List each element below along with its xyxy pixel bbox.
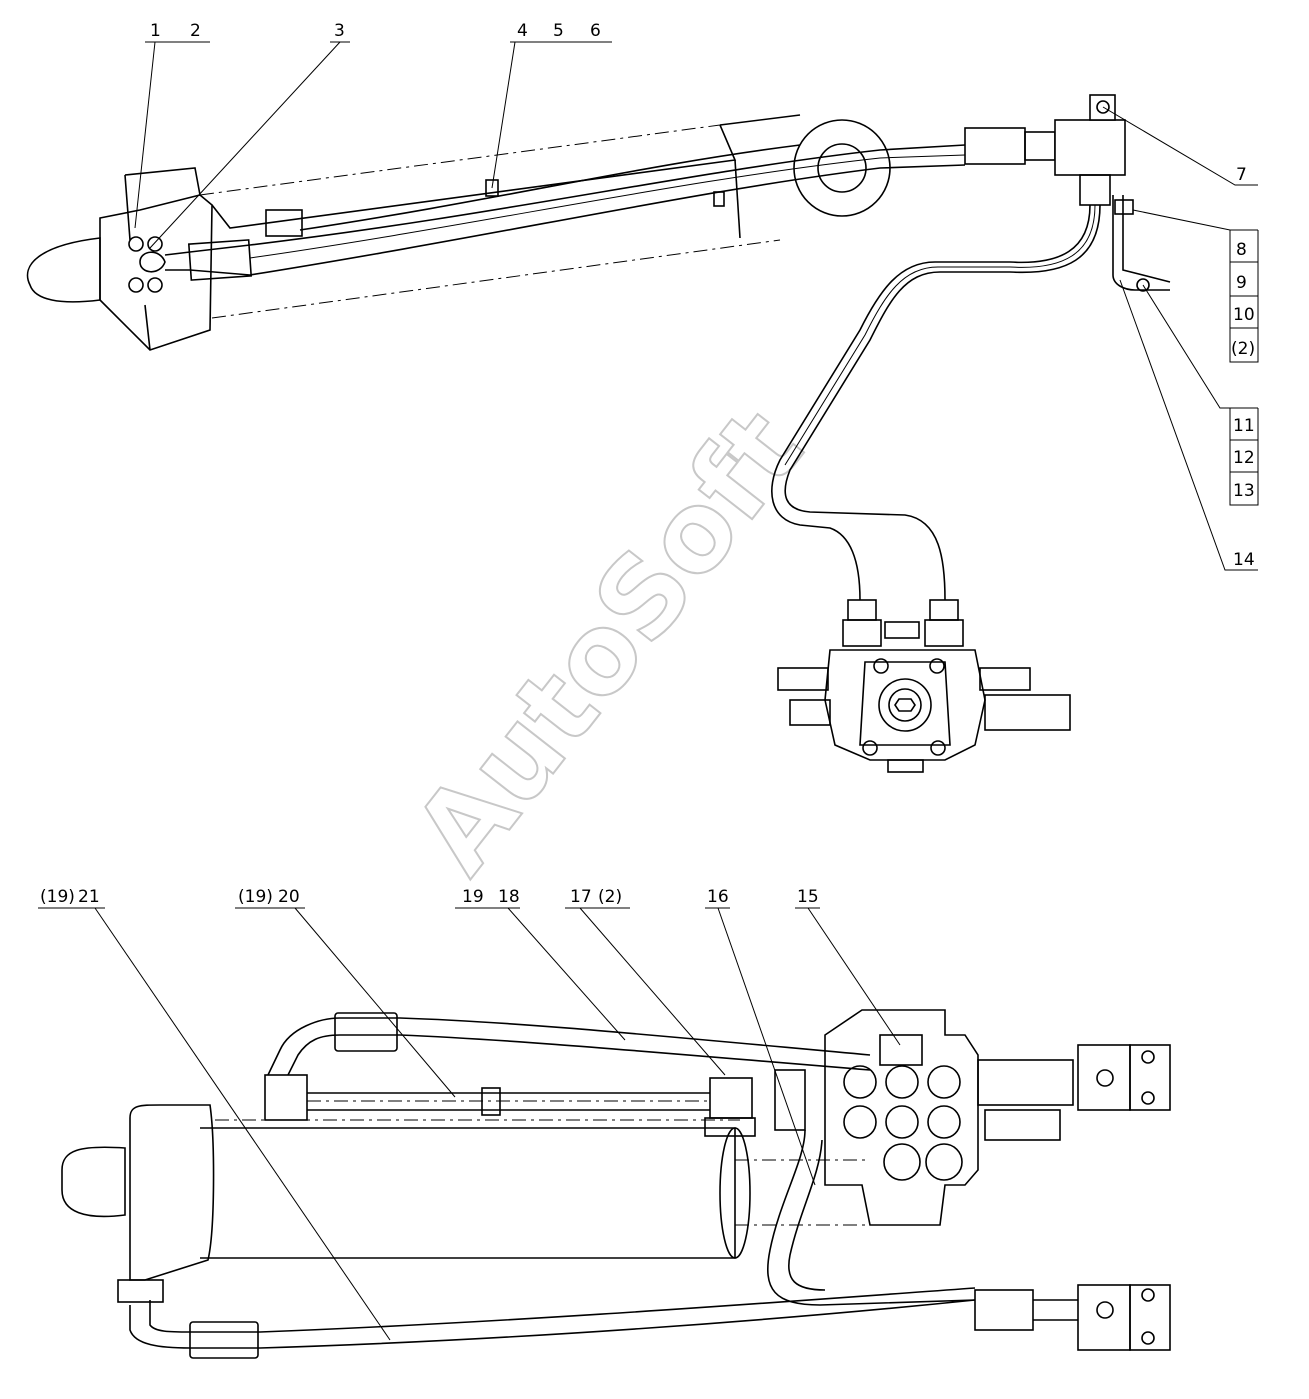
callout-8: 8 — [1236, 240, 1247, 260]
lower-cylinder-view — [61, 1009, 1171, 1359]
callout-20: 20 — [278, 887, 300, 907]
callout-1: 1 — [150, 21, 161, 41]
callout-14: 14 — [1233, 550, 1255, 570]
callout-labels: 1 2 3 4 5 6 7 8 9 10 (2) 11 12 13 14 15 … — [40, 21, 1255, 907]
watermark: AutoSoft — [390, 386, 828, 896]
callout-4: 4 — [517, 21, 528, 41]
callout-21: 21 — [78, 887, 100, 907]
callout-13: 13 — [1233, 481, 1255, 501]
callout-12: 12 — [1233, 448, 1255, 468]
callout-3: 3 — [334, 21, 345, 41]
callout-11: 11 — [1233, 416, 1255, 436]
callout-18: 18 — [498, 887, 520, 907]
callout-17-qty: (2) — [598, 887, 622, 907]
lower-control-valve — [774, 1009, 1074, 1226]
callout-10: 10 — [1233, 305, 1255, 325]
callout-leaders — [38, 41, 1259, 1341]
callout-17: 17 — [570, 887, 592, 907]
callout-9: 9 — [1236, 273, 1247, 293]
callout-20-qty: (19) — [238, 887, 273, 907]
callout-19-a: 19 — [462, 887, 484, 907]
callout-10-qty: (2) — [1231, 339, 1255, 359]
upper-cylinder-view — [26, 94, 1171, 773]
callout-5: 5 — [553, 21, 564, 41]
callout-15: 15 — [797, 887, 819, 907]
callout-16: 16 — [707, 887, 729, 907]
callout-7: 7 — [1236, 165, 1247, 185]
callout-21-qty: (19) — [40, 887, 75, 907]
upper-control-valve — [777, 599, 1071, 773]
callout-2: 2 — [190, 21, 201, 41]
callout-6: 6 — [590, 21, 601, 41]
